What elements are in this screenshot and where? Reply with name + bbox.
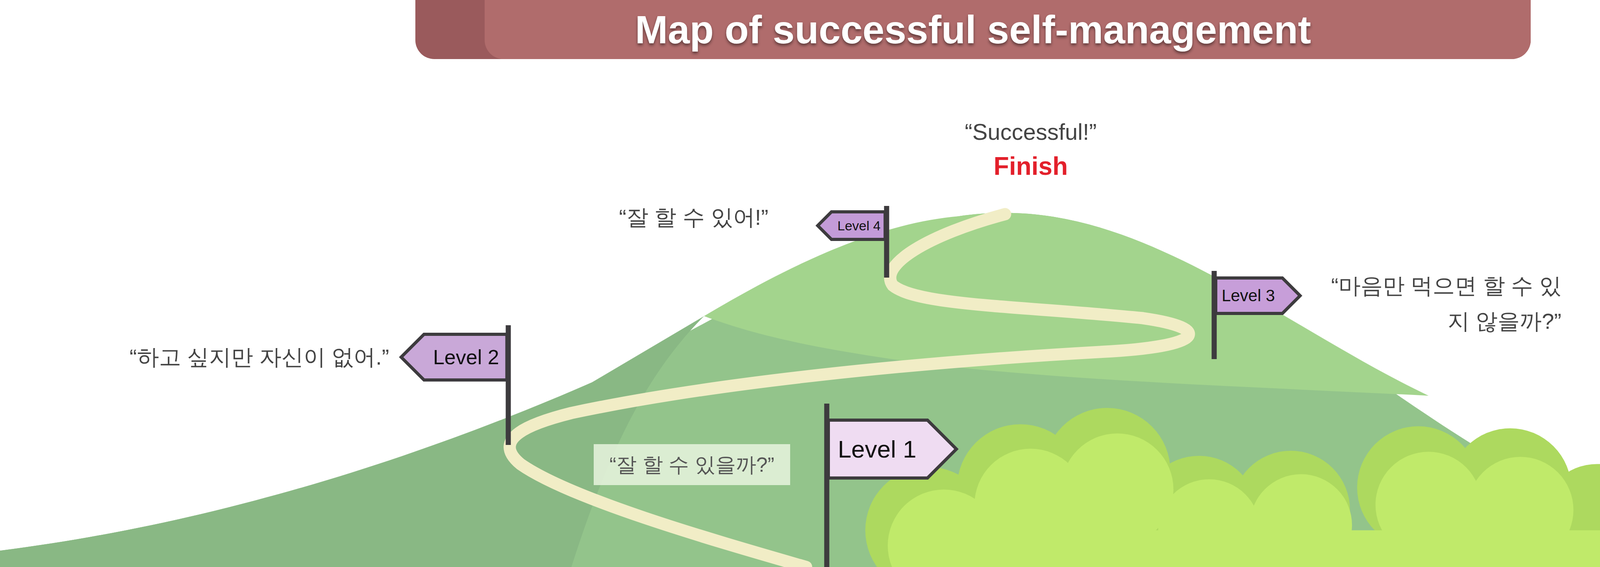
title-text: Map of successful self-management: [635, 7, 1312, 53]
level-label: Level 4: [837, 218, 881, 234]
flag-poles: [508, 205, 1215, 567]
text-holder: Level 3: [1221, 276, 1275, 315]
bush-base: [898, 530, 1600, 567]
finish-quote: “Successful!”: [964, 118, 1097, 146]
title-banner-text: Map of successful self-management: [415, 0, 1531, 60]
hill-light: [703, 212, 1429, 396]
level-flag: Level 2: [399, 332, 509, 382]
bush-light: [887, 433, 1600, 567]
hill-shade: [0, 316, 704, 567]
finish-label: Finish: [993, 151, 1068, 181]
flag-outline: [828, 420, 957, 478]
quote-text: “잘 할 수 있을까?”: [609, 453, 775, 476]
level-flag: Level 1: [826, 418, 958, 480]
text-holder: “잘 할 수 있을까?”: [609, 444, 775, 486]
hill-group: [0, 212, 1600, 567]
bush: [1061, 433, 1174, 546]
quote-box: “잘 할 수 있을까?”: [593, 444, 791, 486]
text-holder: Level 2: [433, 332, 500, 382]
level-quote: “잘 할 수 있어!”: [618, 203, 769, 232]
level-flag: Level 3: [1214, 276, 1302, 315]
text-holder: Level 4: [837, 210, 881, 241]
level-label: Level 1: [837, 435, 917, 463]
bush-shade: [865, 407, 1600, 567]
road-path: [509, 214, 1189, 567]
title-banner: [484, 0, 1531, 60]
level-quote: “하고 싶지만 자신이 없어.”: [129, 343, 390, 371]
hill-base: [0, 212, 1600, 567]
level-label: Level 3: [1221, 286, 1275, 305]
text-holder: Level 1: [837, 418, 917, 480]
title-banner-shade: [415, 0, 1531, 60]
flag-outline: [401, 334, 507, 380]
level-flag: Level 4: [816, 210, 887, 241]
flag-outline: [817, 211, 886, 240]
flag-outline: [1215, 277, 1300, 314]
level-quote: “마음만 먹으면 할 수 있지 않을까?”: [1325, 268, 1562, 339]
level-label: Level 2: [433, 345, 500, 369]
